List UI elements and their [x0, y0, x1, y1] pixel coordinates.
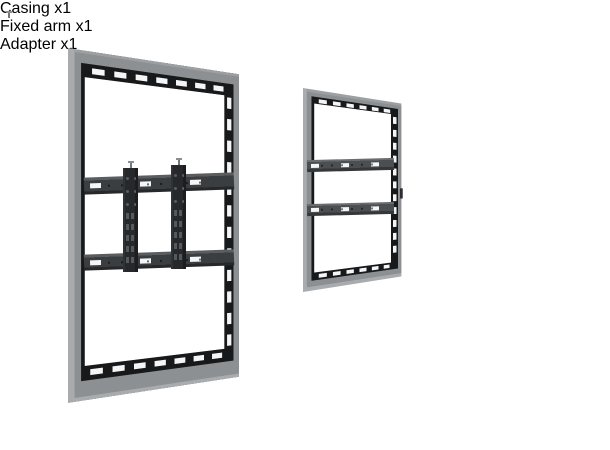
frame-window: [314, 103, 391, 273]
casing-rail-bottom: [306, 201, 395, 217]
casing-side-tab: [399, 188, 403, 199]
assembled-frame: [68, 48, 239, 403]
fixed-arm-bracket-right: [171, 158, 186, 269]
bracket-holes: [173, 173, 184, 213]
fixed-arm-label: Fixed arm x1: [0, 18, 93, 35]
fixed-arm-bracket-left: [123, 161, 138, 272]
screw-icon: [127, 161, 134, 168]
frame-inner-band: [81, 62, 234, 382]
adapter-label: Adapter x1: [0, 36, 78, 53]
frame-slots-right: [227, 97, 232, 346]
casing-label: Casing x1: [0, 0, 72, 17]
frame-window: [84, 77, 225, 366]
frame-slots-right: [393, 116, 397, 259]
frame-inner-band: [311, 96, 398, 281]
casing-frame: [303, 88, 403, 292]
bracket-holes: [125, 176, 136, 216]
screw-icon: [175, 158, 182, 165]
screw-icon: [5, 11, 12, 18]
casing-rail-top: [306, 157, 395, 173]
